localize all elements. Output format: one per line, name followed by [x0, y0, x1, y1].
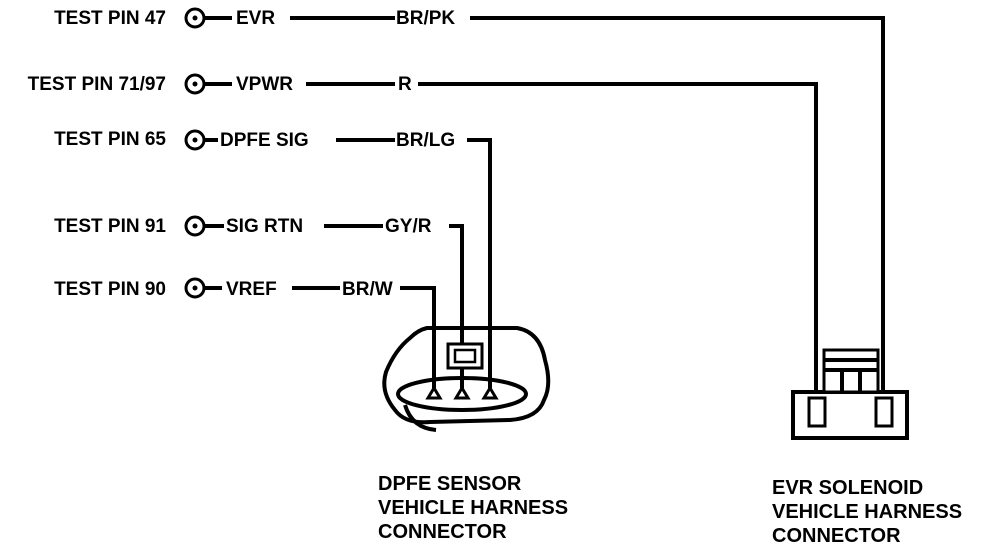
evr-connector-housing: [791, 390, 909, 440]
pin-row-65: TEST PIN 65 DPFE SIG BR/LG: [54, 129, 455, 151]
dpfe-connector-caption: DPFE SENSOR VEHICLE HARNESS CONNECTOR: [378, 473, 568, 543]
wire-color-r: R: [398, 74, 412, 95]
pin-row-91: TEST PIN 91 SIG RTN GY/R: [54, 215, 432, 237]
harness-wires: [400, 16, 885, 392]
sig-rtn-wire-gy-r: [449, 224, 464, 388]
dpfe-connector: [382, 326, 551, 432]
signal-vref: VREF: [226, 279, 277, 300]
signal-vpwr: VPWR: [236, 74, 293, 95]
test-pin-47-terminal-dot: [192, 15, 198, 21]
wire-color-br-pk: BR/PK: [396, 8, 455, 29]
evr-pin-vpwr: [807, 396, 827, 428]
dpfe-connector-seal: [396, 376, 528, 412]
evr-connector-caption: EVR SOLENOID VEHICLE HARNESS CONNECTOR: [772, 477, 962, 547]
vref-wire-br-w: [400, 286, 436, 388]
dpfe-sig-wire-br-lg: [467, 138, 492, 388]
dpfe-caption-line-2: VEHICLE HARNESS: [378, 497, 568, 519]
evr-caption-line-3: CONNECTOR: [772, 525, 901, 547]
signal-sig-rtn: SIG RTN: [226, 216, 303, 237]
evr-caption-line-1: EVR SOLENOID: [772, 477, 923, 499]
dpfe-caption-line-1: DPFE SENSOR: [378, 473, 522, 495]
evr-caption-line-2: VEHICLE HARNESS: [772, 501, 962, 523]
signal-evr: EVR: [236, 8, 275, 29]
signal-dpfe-sig: DPFE SIG: [220, 130, 309, 151]
wire-color-gy-r: GY/R: [385, 216, 432, 237]
pin-row-90: TEST PIN 90 VREF BR/W: [54, 277, 393, 300]
evr-wire-br-pk: [470, 16, 885, 392]
test-pin-90-label: TEST PIN 90: [54, 279, 166, 300]
dpfe-pin-vref: [425, 385, 443, 400]
dpfe-pin-sig-rtn: [453, 385, 471, 400]
wire-color-br-w: BR/W: [342, 279, 393, 300]
dpfe-connector-latch-tab: [403, 404, 437, 432]
test-pin-91-terminal-dot: [192, 223, 198, 229]
vpwr-wire-r: [418, 82, 818, 392]
pin-row-47: TEST PIN 47 EVR BR/PK: [54, 7, 455, 29]
test-pin-90-terminal-dot: [192, 285, 198, 291]
dpfe-connector-key-slot: [453, 348, 477, 364]
dpfe-pin-dpfe-sig: [481, 385, 499, 400]
test-pin-71-97-label: TEST PIN 71/97: [28, 74, 166, 95]
test-pin-47-label: TEST PIN 47: [54, 8, 166, 29]
test-pin-91-label: TEST PIN 91: [54, 216, 166, 237]
evr-connector: [791, 348, 909, 440]
test-pin-65-terminal-dot: [192, 137, 198, 143]
test-pin-65-label: TEST PIN 65: [54, 129, 166, 150]
test-pin-71-97-terminal-dot: [192, 81, 198, 87]
wire-color-br-lg: BR/LG: [396, 130, 455, 151]
evr-pin-evr: [874, 396, 894, 428]
pin-row-71-97: TEST PIN 71/97 VPWR R: [28, 73, 412, 95]
dpfe-caption-line-3: CONNECTOR: [378, 521, 507, 543]
